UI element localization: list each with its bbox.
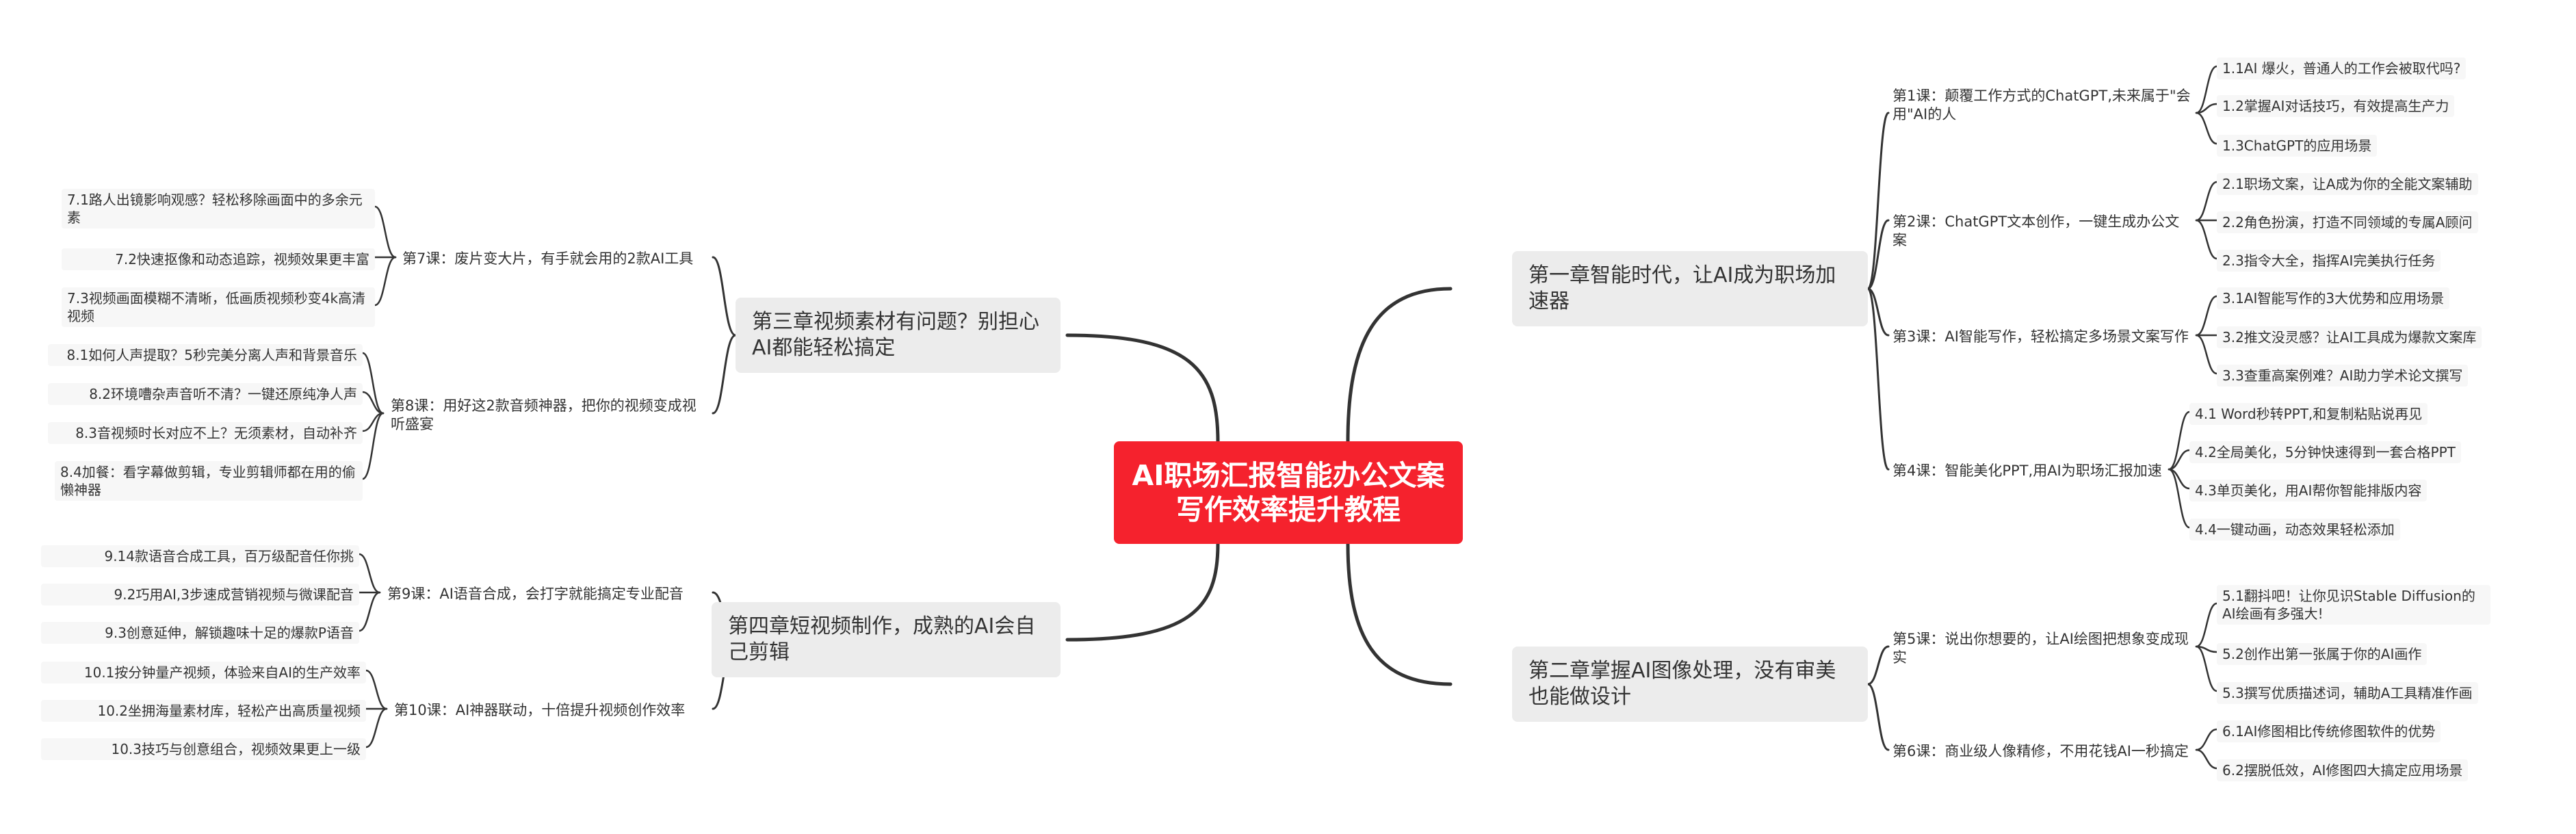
chapter-1-node[interactable]: 第一章智能时代，让AI成为职场加速器 [1512,251,1868,326]
leaf-8-1[interactable]: 8.1如何人声提取？5秒完美分离人声和背景音乐 [48,344,363,366]
lesson-10-node[interactable]: 第10课：AI神器联动，十倍提升视频创作效率 [390,699,712,722]
leaf-text: 2.2角色扮演，打造不同领域的专属A顾问 [2222,214,2473,231]
chapter-4-node[interactable]: 第四章短视频制作，成熟的AI会自己剪辑 [712,602,1061,677]
leaf-text: 1.2掌握AI对话技巧，有效提高生产力 [2222,98,2449,114]
leaf-4-1[interactable]: 4.1 Word秒转PPT,和复制粘贴说再见 [2189,403,2428,425]
leaf-9-3[interactable]: 9.3创意延伸，解锁趣味十足的爆款P语音 [41,622,359,644]
chapter-3-title: 第三章视频素材有问题？别担心AI都能轻松搞定 [752,310,1039,360]
leaf-text: 5.1翻抖吧！让你见识Stable Diffusion的AI绘画有多强大! [2222,588,2475,622]
leaf-text: 9.14款语音合成工具，百万级配音任你挑 [104,548,354,564]
leaf-8-4[interactable]: 8.4加餐：看字幕做剪辑，专业剪辑师都在用的偷懒神器 [55,461,363,501]
chapter-3-node[interactable]: 第三章视频素材有问题？别担心AI都能轻松搞定 [736,298,1061,373]
leaf-text: 6.1AI修图相比传统修图软件的优势 [2222,723,2436,740]
leaf-4-3[interactable]: 4.3单页美化，用AI帮你智能排版内容 [2189,480,2428,501]
leaf-text: 1.1AI 爆火，普通人的工作会被取代吗? [2222,60,2461,77]
leaf-5-2[interactable]: 5.2创作出第一张属于你的AI画作 [2217,643,2428,665]
leaf-text: 4.4一键动画，动态效果轻松添加 [2195,521,2395,538]
leaf-text: 3.3查重高案例难？AI助力学术论文撰写 [2222,367,2463,384]
leaf-3-3[interactable]: 3.3查重高案例难？AI助力学术论文撰写 [2217,365,2469,387]
root-title: AI职场汇报智能办公文案写作效率提升教程 [1132,459,1445,526]
leaf-text: 8.3音视频时长对应不上？无须素材，自动补齐 [75,425,357,441]
leaf-text: 10.1按分钟量产视频，体验来自AI的生产效率 [83,664,361,681]
leaf-10-1[interactable]: 10.1按分钟量产视频，体验来自AI的生产效率 [41,662,366,683]
leaf-text: 6.2摆脱低效，AI修图四大搞定应用场景 [2222,762,2463,779]
lesson-9-title: 第9课：AI语音合成，会打字就能搞定专业配音 [387,586,684,602]
lesson-4-title: 第4课：智能美化PPT,用AI为职场汇报加速 [1892,462,2162,479]
leaf-6-2[interactable]: 6.2摆脱低效，AI修图四大搞定应用场景 [2217,759,2469,781]
leaf-1-2[interactable]: 1.2掌握AI对话技巧，有效提高生产力 [2217,95,2455,117]
lesson-8-node[interactable]: 第8课：用好这2款音频神器，把你的视频变成视听盛宴 [387,395,710,436]
leaf-8-2[interactable]: 8.2环境嘈杂声音听不清？一键还原纯净人声 [48,383,363,405]
leaf-3-2[interactable]: 3.2推文没灵感？让AI工具成为爆款文案库 [2217,326,2482,348]
leaf-text: 4.1 Word秒转PPT,和复制粘贴说再见 [2195,406,2423,422]
lesson-2-node[interactable]: 第2课：ChatGPT文本创作，一键生成办公文案 [1888,211,2196,252]
leaf-5-3[interactable]: 5.3撰写优质描述词，辅助A工具精准作画 [2217,682,2478,704]
leaf-text: 10.3技巧与创意组合，视频效果更上一级 [111,741,361,757]
lesson-10-title: 第10课：AI神器联动，十倍提升视频创作效率 [394,702,686,718]
leaf-text: 4.2全局美化，5分钟快速得到一套合格PPT [2195,444,2456,460]
leaf-2-1[interactable]: 2.1职场文案，让A成为你的全能文案辅助 [2217,173,2478,195]
leaf-text: 4.3单页美化，用AI帮你智能排版内容 [2195,482,2422,499]
leaf-3-1[interactable]: 3.1AI智能写作的3大优势和应用场景 [2217,287,2450,309]
link-root-ch1 [1346,287,1453,443]
lesson-9-node[interactable]: 第9课：AI语音合成，会打字就能搞定专业配音 [383,583,712,605]
leaf-text: 8.1如何人声提取？5秒完美分离人声和背景音乐 [66,347,357,363]
lesson-4-node[interactable]: 第4课：智能美化PPT,用AI为职场汇报加速 [1888,460,2169,482]
leaf-10-2[interactable]: 10.2坐拥海量素材库，轻松产出高质量视频 [41,700,366,722]
leaf-text: 7.1路人出镜影响观感？轻松移除画面中的多余元素 [67,192,363,226]
leaf-7-2[interactable]: 7.2快速抠像和动态追踪，视频效果更丰富 [62,248,375,270]
leaf-text: 2.3指令大全，指挥AI完美执行任务 [2222,252,2436,269]
link-root-ch3 [1065,333,1220,443]
leaf-text: 3.2推文没灵感？让AI工具成为爆款文案库 [2222,329,2477,346]
leaf-6-1[interactable]: 6.1AI修图相比传统修图软件的优势 [2217,720,2441,742]
leaf-text: 5.3撰写优质描述词，辅助A工具精准作画 [2222,685,2473,701]
leaf-1-1[interactable]: 1.1AI 爆火，普通人的工作会被取代吗? [2217,57,2467,79]
leaf-7-3[interactable]: 7.3视频画面模糊不清晰，低画质视频秒变4k高清视频 [62,287,375,327]
leaf-10-3[interactable]: 10.3技巧与创意组合，视频效果更上一级 [41,738,366,760]
chapter-1-title: 第一章智能时代，让AI成为职场加速器 [1528,263,1836,313]
chapter-4-title: 第四章短视频制作，成熟的AI会自己剪辑 [728,614,1036,664]
leaf-text: 10.2坐拥海量素材库，轻松产出高质量视频 [97,703,361,719]
leaf-5-1[interactable]: 5.1翻抖吧！让你见识Stable Diffusion的AI绘画有多强大! [2217,585,2490,625]
lesson-5-node[interactable]: 第5课：说出你想要的，让AI绘图把想象变成现实 [1888,628,2196,669]
leaf-4-2[interactable]: 4.2全局美化，5分钟快速得到一套合格PPT [2189,441,2461,463]
lesson-8-title: 第8课：用好这2款音频神器，把你的视频变成视听盛宴 [391,398,697,432]
lesson-5-title: 第5课：说出你想要的，让AI绘图把想象变成现实 [1892,631,2189,666]
leaf-text: 8.4加餐：看字幕做剪辑，专业剪辑师都在用的偷懒神器 [60,464,356,498]
leaf-text: 9.2巧用AI,3步速成营销视频与微课配音 [114,586,354,603]
lesson-1-node[interactable]: 第1课：颠覆工作方式的ChatGPT,未来属于"会用"AI的人 [1888,85,2196,126]
lesson-1-title: 第1课：颠覆工作方式的ChatGPT,未来属于"会用"AI的人 [1892,88,2191,122]
leaf-text: 1.3ChatGPT的应用场景 [2222,138,2372,154]
leaf-text: 2.1职场文案，让A成为你的全能文案辅助 [2222,176,2473,192]
leaf-2-2[interactable]: 2.2角色扮演，打造不同领域的专属A顾问 [2217,211,2478,233]
lesson-3-node[interactable]: 第3课：AI智能写作，轻松搞定多场景文案写作 [1888,326,2196,348]
lesson-7-title: 第7课：废片变大片，有手就会用的2款AI工具 [402,250,694,267]
lesson-6-title: 第6课：商业级人像精修，不用花钱AI一秒搞定 [1892,743,2189,759]
leaf-8-3[interactable]: 8.3音视频时长对应不上？无须素材，自动补齐 [48,422,363,444]
leaf-text: 5.2创作出第一张属于你的AI画作 [2222,646,2422,662]
leaf-9-1[interactable]: 9.14款语音合成工具，百万级配音任你挑 [41,545,359,567]
lesson-7-node[interactable]: 第7课：废片变大片，有手就会用的2款AI工具 [398,248,710,270]
lesson-3-title: 第3课：AI智能写作，轻松搞定多场景文案写作 [1892,328,2189,345]
leaf-9-2[interactable]: 9.2巧用AI,3步速成营销视频与微课配音 [41,584,359,605]
link-root-ch2 [1346,542,1453,686]
link-root-ch4 [1065,542,1220,642]
lesson-6-node[interactable]: 第6课：商业级人像精修，不用花钱AI一秒搞定 [1888,740,2196,763]
leaf-text: 7.3视频画面模糊不清晰，低画质视频秒变4k高清视频 [67,290,366,324]
root-topic[interactable]: AI职场汇报智能办公文案写作效率提升教程 [1114,441,1463,544]
leaf-7-1[interactable]: 7.1路人出镜影响观感？轻松移除画面中的多余元素 [62,189,375,229]
leaf-text: 3.1AI智能写作的3大优势和应用场景 [2222,290,2445,307]
chapter-2-node[interactable]: 第二章掌握AI图像处理，没有审美也能做设计 [1512,647,1868,722]
chapter-2-title: 第二章掌握AI图像处理，没有审美也能做设计 [1528,659,1836,709]
leaf-text: 8.2环境嘈杂声音听不清？一键还原纯净人声 [89,386,357,402]
leaf-text: 9.3创意延伸，解锁趣味十足的爆款P语音 [105,625,354,641]
leaf-1-3[interactable]: 1.3ChatGPT的应用场景 [2217,135,2378,157]
leaf-text: 7.2快速抠像和动态追踪，视频效果更丰富 [115,251,369,268]
leaf-2-3[interactable]: 2.3指令大全，指挥AI完美执行任务 [2217,250,2441,272]
leaf-4-4[interactable]: 4.4一键动画，动态效果轻松添加 [2189,519,2400,540]
lesson-2-title: 第2课：ChatGPT文本创作，一键生成办公文案 [1892,213,2180,248]
